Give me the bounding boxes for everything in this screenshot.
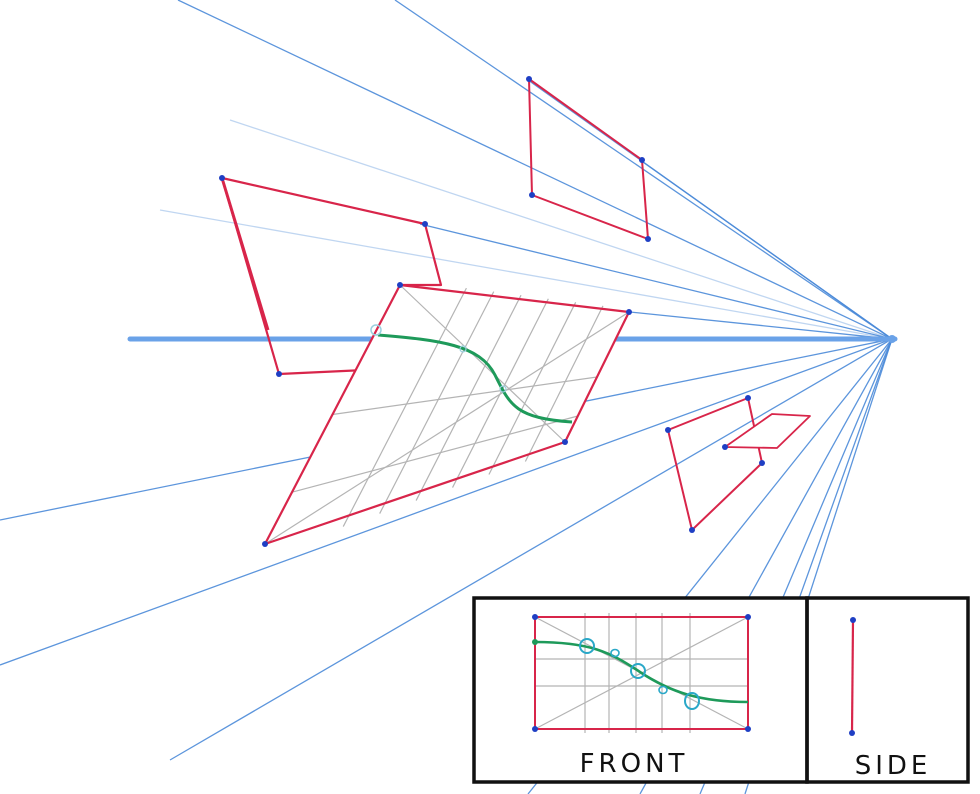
vertex-dot: [562, 439, 568, 445]
vertex-dot: [262, 541, 268, 547]
front-panel: FRONT: [532, 613, 751, 779]
inset-panels: FRONT SIDE: [472, 596, 970, 784]
vertex-dot: [665, 427, 671, 433]
vertex-dot: [639, 157, 645, 163]
vertex-dot: [689, 527, 695, 533]
grid-line: [291, 415, 578, 493]
perspective-line: [169, 338, 893, 761]
perspective-line: [159, 209, 893, 340]
grid-line: [524, 305, 604, 462]
perspective-line: [0, 338, 893, 666]
vertex-dots: [219, 76, 765, 547]
vertex-dot: [219, 175, 225, 181]
vertex-dot: [645, 236, 651, 242]
perspective-line: [177, 0, 893, 340]
vertex-dot: [397, 282, 403, 288]
side-panel: SIDE: [849, 617, 932, 781]
perspective-line: [629, 311, 893, 340]
vertex-dot: [526, 76, 532, 82]
vertex-dot: [529, 192, 535, 198]
grid-line: [379, 291, 495, 514]
diagonal-line: [264, 311, 630, 545]
perspective-line: [419, 223, 893, 340]
main-curve: [377, 333, 573, 424]
grid-line: [415, 294, 522, 501]
vanishing-point: [888, 335, 896, 343]
perspective-line: [639, 159, 893, 340]
plane-small-horizontal: [724, 413, 811, 449]
vertex-dot: [276, 371, 282, 377]
vertex-dot: [626, 309, 632, 315]
side-frame: [805, 596, 970, 784]
vertex-dot: [422, 221, 428, 227]
grid-line: [451, 298, 549, 488]
side-edge: [850, 619, 855, 734]
vertex-dot: [745, 395, 751, 401]
plane-small-vertical: [667, 397, 763, 531]
grid-line: [488, 302, 577, 475]
plane-main: [263, 283, 631, 546]
vertex-dot: [722, 444, 728, 450]
vertex-dot: [759, 460, 765, 466]
plane-left: [220, 176, 443, 376]
perspective-line: [229, 119, 893, 340]
grid-line: [332, 376, 598, 416]
side-label: SIDE: [855, 751, 932, 781]
front-curve: [534, 640, 749, 704]
front-label: FRONT: [580, 749, 689, 779]
